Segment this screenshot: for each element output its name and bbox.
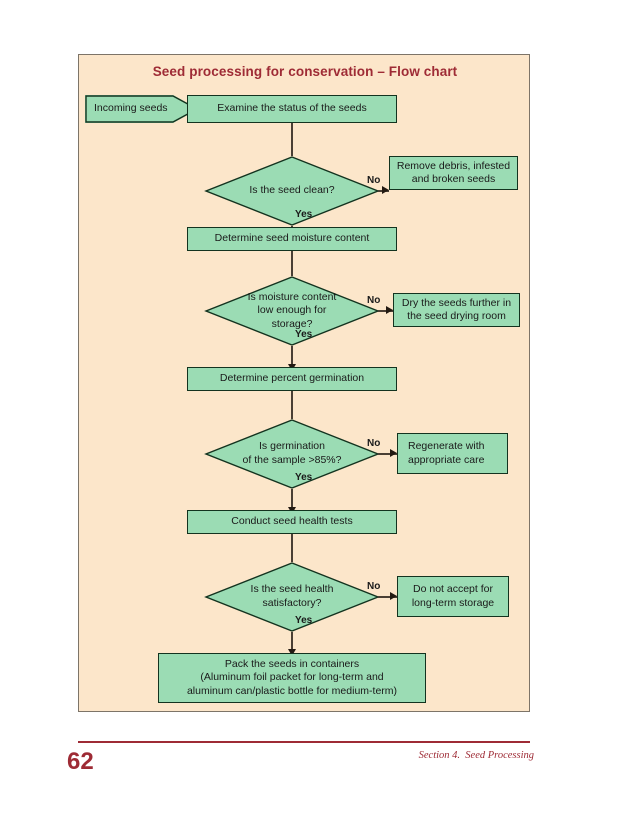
- edge-label-germination-no: No: [367, 438, 381, 449]
- node-regenerate: Regenerate with appropriate care: [397, 433, 508, 474]
- flowchart-panel: Seed processing for conservation – Flow …: [78, 54, 530, 712]
- page-number: 62: [67, 748, 94, 775]
- node-dry-seeds-line-1: Dry the seeds further in: [401, 296, 512, 309]
- node-is-seed-clean: Is the seed clean?: [204, 156, 380, 226]
- node-determine-germination: Determine percent germination: [187, 367, 397, 391]
- edge-label-moisture-no: No: [367, 295, 381, 306]
- arrow-health-no: [390, 592, 397, 601]
- node-pack-seeds-line-1: Pack the seeds in containers: [224, 657, 360, 670]
- page-title: Seed processing for conservation – Flow …: [152, 64, 458, 79]
- node-remove-debris-line-1: Remove debris, infested: [396, 159, 511, 172]
- edge-label-germination-yes: Yes: [295, 472, 313, 483]
- footer-section-label: Section 4. Seed Processing: [418, 750, 534, 761]
- connector-germination-yes: [291, 489, 293, 514]
- node-incoming-seeds-outline: [85, 95, 198, 123]
- node-is-germination-high: Is germination of the sample >85%?: [204, 419, 380, 489]
- connector-germination-to-decision: [291, 391, 293, 419]
- node-is-health-satisfactory: Is the seed health satisfactory?: [204, 562, 380, 632]
- connector-germination-no: [378, 453, 397, 455]
- node-is-moisture-low-line-2: low enough for: [257, 304, 327, 317]
- node-regenerate-line-1: Regenerate with: [408, 440, 485, 453]
- node-is-moisture-low-line-3: storage?: [271, 317, 313, 330]
- node-is-seed-clean-label: Is the seed clean?: [249, 184, 335, 197]
- node-seed-health-tests: Conduct seed health tests: [187, 510, 397, 534]
- edge-label-clean-no: No: [367, 175, 381, 186]
- edge-label-moisture-yes: Yes: [295, 329, 313, 340]
- connector-examine-to-clean: [291, 123, 293, 156]
- footer-divider: [78, 741, 530, 744]
- node-is-germination-high-line-1: Is germination: [259, 440, 325, 453]
- edge-label-health-no: No: [367, 581, 381, 592]
- node-dry-seeds-line-2: the seed drying room: [407, 310, 506, 322]
- node-regenerate-line-2: appropriate care: [408, 453, 485, 466]
- node-pack-seeds-line-3: aluminum can/plastic bottle for medium-t…: [186, 684, 398, 697]
- node-determine-moisture: Determine seed moisture content: [187, 227, 397, 251]
- connector-health-no: [378, 596, 397, 598]
- arrow-germination-no: [390, 449, 397, 458]
- node-incoming-seeds-label: Incoming seeds: [94, 102, 168, 115]
- node-pack-seeds-line-2: (Aluminum foil packet for long-term and: [200, 671, 384, 684]
- node-remove-debris: Remove debris, infested and broken seeds: [389, 156, 518, 190]
- node-dry-seeds: Dry the seeds further in the seed drying…: [393, 293, 520, 327]
- node-do-not-accept: Do not accept for long-term storage: [397, 576, 509, 617]
- arrow-health-yes: [287, 649, 296, 656]
- node-is-moisture-low-line-1: Is moisture content: [247, 290, 337, 303]
- node-is-germination-high-line-2: of the sample >85%?: [242, 454, 342, 466]
- node-determine-moisture-label: Determine seed moisture content: [214, 232, 370, 245]
- edge-label-health-yes: Yes: [295, 615, 313, 626]
- arrow-clean-no: [382, 186, 389, 195]
- node-is-health-satisfactory-line-1: Is the seed health: [250, 583, 334, 596]
- node-examine-label: Examine the status of the seeds: [217, 102, 367, 115]
- node-seed-health-tests-label: Conduct seed health tests: [231, 515, 353, 528]
- node-is-moisture-low: Is moisture content low enough for stora…: [204, 276, 380, 346]
- node-remove-debris-line-2: and broken seeds: [411, 173, 496, 185]
- node-do-not-accept-line-2: long-term storage: [411, 596, 495, 609]
- edge-label-clean-yes: Yes: [295, 209, 313, 220]
- node-do-not-accept-line-1: Do not accept for: [413, 583, 493, 596]
- node-examine: Examine the status of the seeds: [187, 95, 397, 123]
- connector-moisture-yes: [291, 346, 293, 371]
- arrow-moisture-no: [386, 306, 393, 315]
- node-pack-seeds: Pack the seeds in containers (Aluminum f…: [158, 653, 426, 703]
- connector-moisture-no: [378, 310, 393, 312]
- connector-moisture-to-decision: [291, 251, 293, 276]
- node-is-health-satisfactory-line-2: satisfactory?: [262, 597, 322, 609]
- node-determine-germination-label: Determine percent germination: [219, 372, 365, 385]
- connector-health-yes: [291, 632, 293, 657]
- connector-health-to-decision: [291, 534, 293, 562]
